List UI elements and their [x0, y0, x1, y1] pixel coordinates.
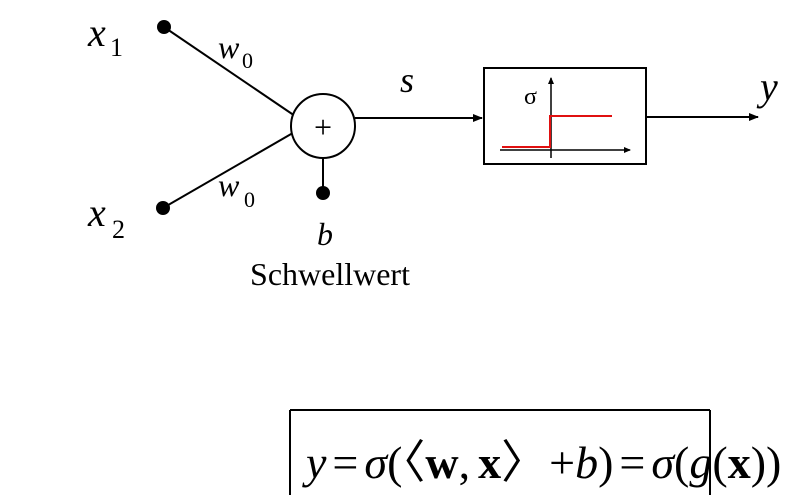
- summation-node: +: [290, 93, 356, 159]
- activation-sigma-label: σ: [524, 84, 537, 110]
- input-x2-subscript: 2: [112, 215, 125, 244]
- sum-output-label: s: [400, 60, 414, 100]
- output-label: y: [756, 64, 778, 109]
- weight-w2-symbol: w: [218, 167, 240, 203]
- bias-symbol: b: [317, 216, 333, 252]
- weight-w2-subscript: 0: [244, 187, 255, 212]
- weight-w1-symbol: w: [218, 29, 240, 65]
- weight-w1-label: w 0: [218, 29, 253, 73]
- edge-x2-to-sum: [162, 129, 299, 209]
- activation-box: σ: [483, 67, 647, 165]
- weight-w2-label: w 0: [218, 167, 255, 212]
- input-x2: x 2: [87, 190, 170, 244]
- weight-w1-subscript: 0: [242, 48, 253, 73]
- step-function-curve: [502, 115, 612, 148]
- bias-label: Schwellwert: [250, 256, 410, 292]
- summation-plus-symbol: +: [314, 109, 332, 145]
- edge-x1-to-sum: [163, 26, 299, 119]
- formula-box: y=σ(〈w,x〉+b)=σ(g(x)): [289, 409, 781, 495]
- input-x1-symbol: x: [87, 10, 106, 55]
- input-x1: x 1: [87, 10, 171, 62]
- input-x1-subscript: 1: [110, 33, 123, 62]
- formula: y=σ(〈w,x〉+b)=σ(g(x)): [302, 437, 781, 488]
- bias-node: [316, 186, 330, 200]
- input-x2-symbol: x: [87, 190, 106, 235]
